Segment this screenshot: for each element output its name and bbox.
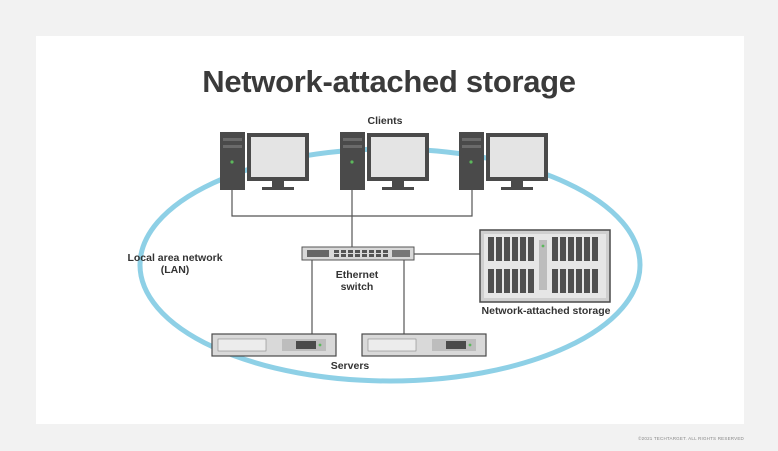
server-1	[211, 333, 337, 357]
nas-label: Network-attached storage	[481, 305, 611, 317]
client-computer-2	[340, 132, 429, 190]
client-computer-1	[220, 132, 309, 190]
lan-label-line1: Local area network	[127, 252, 223, 264]
switch-ports	[334, 250, 388, 257]
cables	[231, 190, 480, 334]
lan-label-line2: (LAN)	[160, 264, 190, 276]
copyright-notice: ©2021 TECHTARGET. ALL RIGHTS RESERVED	[638, 436, 744, 441]
diagram-title: Network-attached storage	[202, 64, 576, 99]
switch-label-line2: switch	[340, 281, 374, 293]
server-2	[361, 333, 487, 357]
switch-label-line1: Ethernet	[335, 269, 379, 281]
nas-device	[479, 229, 611, 303]
client-computer-3	[459, 132, 548, 190]
status-light	[230, 160, 234, 164]
servers-label: Servers	[330, 360, 370, 372]
switch-label: Ethernet switch	[312, 269, 402, 293]
clients-label: Clients	[367, 115, 403, 127]
status-light	[318, 343, 322, 347]
ethernet-switch	[301, 246, 415, 261]
status-light	[541, 244, 545, 248]
status-light	[468, 343, 472, 347]
status-light	[350, 160, 354, 164]
status-light	[469, 160, 473, 164]
nas-drive-bays	[488, 237, 598, 293]
lan-label: Local area network (LAN)	[120, 252, 230, 276]
